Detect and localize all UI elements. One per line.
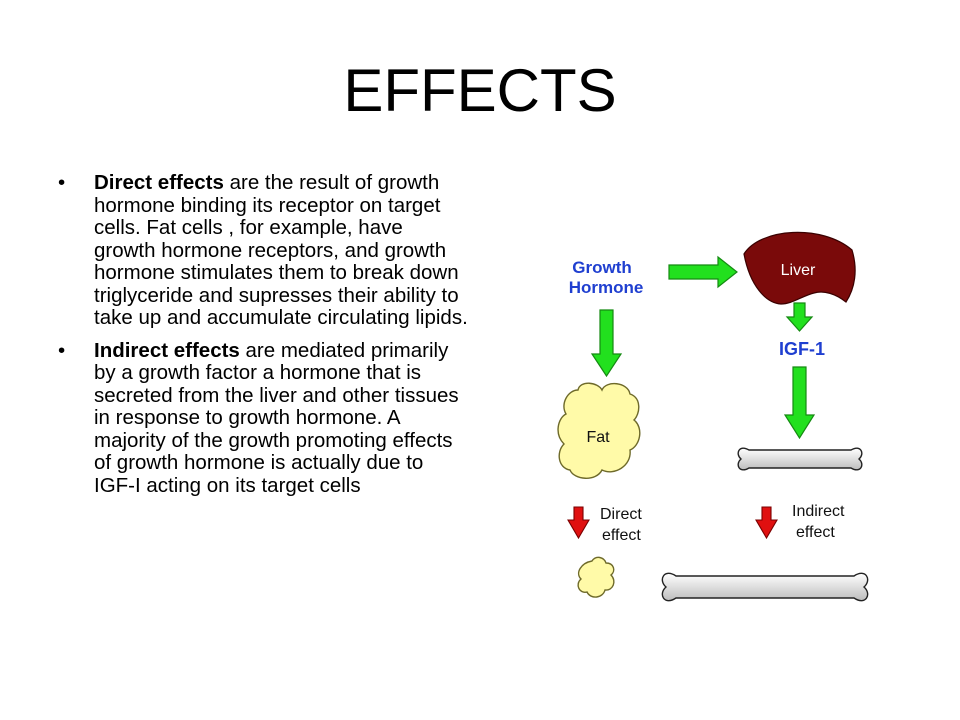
arrow-igf-to-bone	[783, 366, 816, 440]
bone-small	[737, 447, 863, 471]
direct-effect-label: effect	[602, 527, 641, 544]
slide-title: EFFECTS	[343, 57, 617, 124]
growth-hormone-label: Growth	[572, 258, 632, 277]
igf1-label: IGF-1	[779, 339, 825, 359]
fat-cell-small	[577, 556, 615, 598]
indirect-effect-arrow	[755, 506, 778, 540]
bone-large	[661, 572, 869, 602]
bullet-term: Indirect effects	[94, 338, 240, 362]
bullet-indirect-effects: • Indirect effects are mediated primaril…	[58, 338, 468, 498]
growth-hormone-label: Hormone	[569, 278, 644, 297]
arrow-to-liver	[668, 255, 738, 289]
direct-effect-label: Direct	[600, 506, 642, 523]
bullet-marker: •	[58, 338, 66, 362]
bullet-text: are mediated primarily by a growth facto…	[94, 338, 459, 497]
indirect-effect-label: effect	[796, 524, 835, 541]
fat-label: Fat	[586, 429, 610, 446]
bullet-list: • Direct effects are the result of growt…	[58, 171, 468, 507]
liver-label: Liver	[781, 262, 816, 279]
bullet-marker: •	[58, 171, 66, 194]
liver-shape	[743, 231, 856, 305]
arrow-liver-to-igf	[785, 302, 814, 332]
growth-hormone-diagram: Growth Hormone Liver IGF-1 Fat Direct ef…	[557, 231, 869, 602]
bullet-text: are the result of growth hormone binding…	[94, 171, 468, 329]
indirect-effect-label: Indirect	[792, 503, 845, 520]
bullet-direct-effects: • Direct effects are the result of growt…	[58, 171, 468, 330]
bullet-term: Direct effects	[94, 171, 224, 194]
fat-cell-large	[557, 382, 641, 479]
direct-effect-arrow	[567, 506, 590, 540]
arrow-to-fat	[590, 309, 623, 378]
